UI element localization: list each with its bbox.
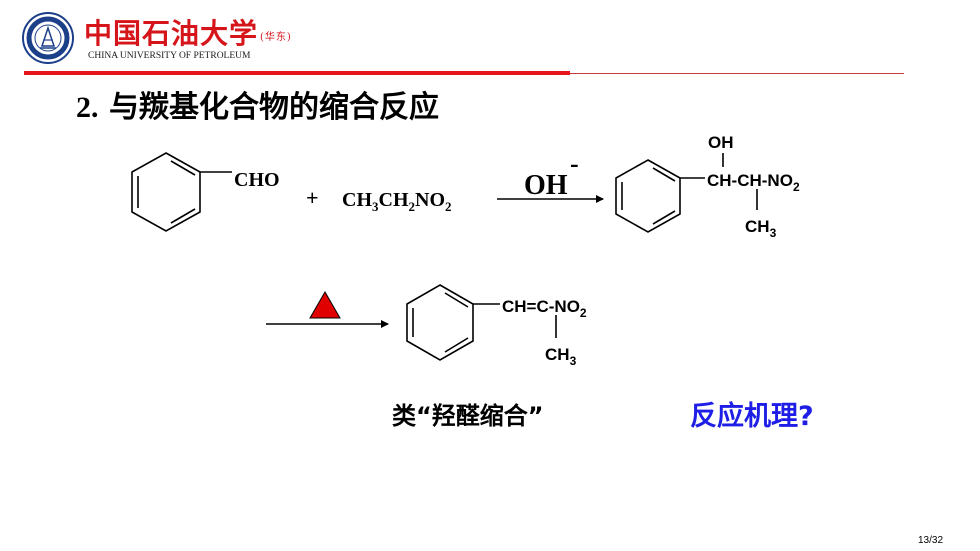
campus-label: (华东) [260, 32, 292, 43]
formula-part: NO [415, 189, 445, 211]
benzene-ring-product-1 [615, 153, 758, 233]
hydroxyl-group: OH [708, 133, 734, 152]
benzene-ring-reactant [131, 152, 232, 232]
university-name-en: CHINA UNIVERSITY OF PETROLEUM [88, 51, 251, 61]
aldol-like-caption: 类“羟醛缩合” [392, 402, 544, 430]
methyl-subscript: 3 [770, 226, 777, 240]
chain-text: CH-CH-NO [707, 171, 793, 190]
chain-subscript: 2 [793, 180, 800, 194]
catalyst-charge: - [570, 149, 579, 178]
university-seal-icon [22, 12, 74, 64]
title-number: 2. [76, 91, 99, 124]
methyl-text: CH [545, 345, 570, 364]
formula-subscript: 2 [445, 199, 452, 214]
mechanism-question: 反应机理? [690, 401, 814, 432]
header-red-bar [24, 71, 570, 75]
header-divider-line [570, 73, 904, 74]
benzene-ring-product-2 [406, 284, 557, 361]
methyl-subscript: 3 [570, 354, 577, 368]
title-text: 与羰基化合物的缩合反应 [108, 90, 439, 125]
chain-subscript: 2 [580, 306, 587, 320]
slide-title: 2. 与羰基化合物的缩合反应 [76, 82, 439, 126]
heat-triangle-icon [309, 290, 341, 319]
page-number: 13/32 [918, 535, 944, 546]
product-2-chain: CH=C-NO2 [502, 297, 587, 320]
methyl-text: CH [745, 217, 770, 236]
formula-part: CH [342, 189, 372, 211]
aldehyde-group: CHO [234, 169, 280, 191]
formula-subscript: 2 [409, 199, 416, 214]
product-2-methyl: CH3 [545, 345, 577, 368]
nitroethane-formula: CH3CH2NO2 [342, 189, 452, 214]
university-name-cn: 中国石油大学(华东) [84, 17, 292, 50]
catalyst-label: OH [524, 170, 568, 201]
plus-sign: + [306, 185, 319, 210]
chain-text: CH=C-NO [502, 297, 580, 316]
formula-subscript: 3 [372, 199, 379, 214]
product-1-chain: CH-CH-NO2 [707, 171, 800, 194]
product-1-methyl: CH3 [745, 217, 777, 240]
formula-part: CH [379, 189, 409, 211]
